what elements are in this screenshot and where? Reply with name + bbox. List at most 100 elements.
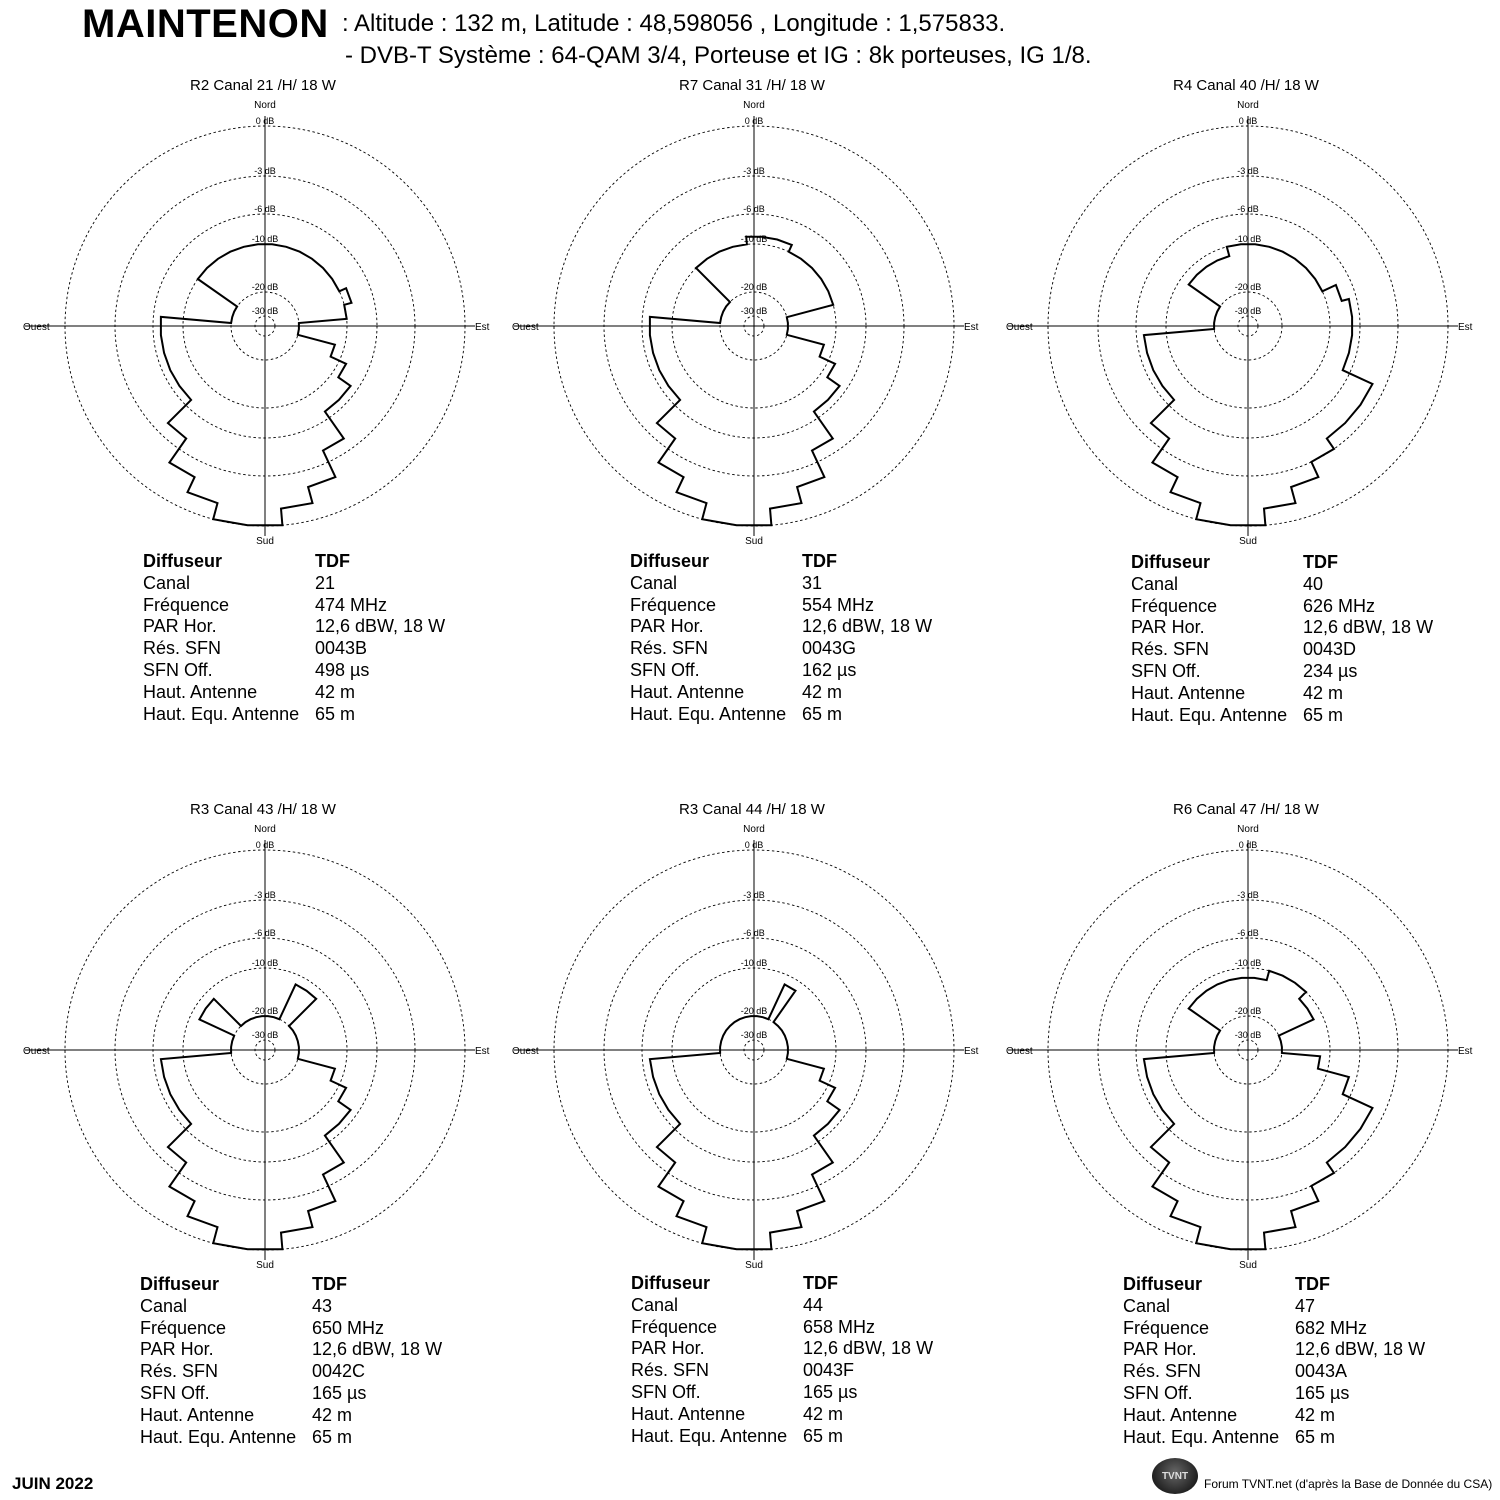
ring-label: -10 dB	[1235, 958, 1262, 968]
info-value: 65 m	[1295, 1426, 1336, 1447]
ring-label: -10 dB	[252, 958, 279, 968]
info-label: Haut. Equ. Antenne	[630, 703, 787, 724]
info-value: 165 µs	[312, 1382, 367, 1403]
info-label: Canal	[143, 572, 191, 593]
info-row: Haut. Antenne 42 m	[143, 682, 445, 704]
diagram-title: R6 Canal 47 /H/ 18 W	[1173, 801, 1320, 818]
info-value: 12,6 dBW, 18 W	[1303, 617, 1434, 638]
info-value: 162 µs	[802, 659, 857, 680]
info-value: 0043D	[1303, 639, 1357, 660]
ring-label: -3 dB	[254, 890, 276, 900]
info-label: PAR Hor.	[631, 1338, 705, 1359]
antenna-pattern	[159, 982, 353, 1251]
diagram-title: R3 Canal 43 /H/ 18 W	[190, 801, 337, 818]
system-parameters: - DVB-T Système : 64-QAM 3/4, Porteuse e…	[345, 42, 1092, 69]
ring-label: -20 dB	[1235, 282, 1262, 292]
ring-label: 0 dB	[256, 840, 275, 850]
direction-label-south: Sud	[745, 536, 763, 547]
info-label: SFN Off.	[1123, 1382, 1193, 1403]
ring-label: -20 dB	[741, 1006, 768, 1016]
info-label: Rés. SFN	[631, 1360, 710, 1381]
direction-label-west: Ouest	[512, 322, 539, 333]
info-value: 474 MHz	[315, 594, 388, 615]
info-label: Haut. Equ. Antenne	[1131, 704, 1288, 725]
info-value: 682 MHz	[1295, 1317, 1368, 1338]
info-value: 12,6 dBW, 18 W	[1295, 1339, 1426, 1360]
ring-label: -6 dB	[743, 928, 765, 938]
info-value: 42 m	[315, 681, 356, 702]
ring-label: -3 dB	[743, 890, 765, 900]
info-row: PAR Hor.12,6 dBW, 18 W	[1131, 617, 1433, 639]
info-label: Diffuseur	[140, 1274, 220, 1294]
info-value: 44	[803, 1294, 824, 1315]
info-value: 650 MHz	[312, 1317, 385, 1338]
info-label: PAR Hor.	[143, 616, 217, 637]
info-value: 43	[312, 1295, 333, 1316]
ring-label: -10 dB	[741, 234, 768, 244]
direction-label-north: Nord	[1237, 824, 1259, 835]
info-label: SFN Off.	[143, 659, 213, 680]
info-value: 0043B	[315, 638, 368, 659]
info-label: Canal	[1131, 573, 1179, 594]
info-value: 42 m	[1295, 1404, 1336, 1425]
info-label: Fréquence	[1123, 1317, 1210, 1338]
info-row: PAR Hor. 12,6 dBW, 18 W	[1123, 1339, 1425, 1361]
info-label: Haut. Antenne	[143, 681, 258, 702]
info-label: SFN Off.	[140, 1382, 210, 1403]
info-value: 65 m	[312, 1426, 353, 1447]
antenna-pattern	[1142, 969, 1374, 1251]
direction-label-west: Ouest	[23, 322, 50, 333]
diagram-title: R4 Canal 40 /H/ 18 W	[1173, 77, 1320, 94]
ring-label: -10 dB	[252, 234, 279, 244]
info-value: 658 MHz	[803, 1316, 876, 1337]
info-label: Rés. SFN	[1123, 1361, 1202, 1382]
info-row: SFN Off.162 µs	[630, 660, 932, 682]
ring-label: 0 dB	[745, 116, 764, 126]
info-value: 40	[1303, 573, 1324, 594]
info-label: Haut. Equ. Antenne	[143, 703, 300, 724]
info-value: 65 m	[802, 703, 843, 724]
info-value: 12,6 dBW, 18 W	[315, 616, 446, 637]
info-value: TDF	[1303, 552, 1338, 572]
info-label: PAR Hor.	[1123, 1339, 1197, 1360]
info-value: 0043F	[803, 1360, 855, 1381]
info-label: Fréquence	[630, 594, 717, 615]
info-label: Diffuseur	[1123, 1274, 1203, 1294]
direction-label-north: Nord	[743, 100, 765, 111]
ring-label: -6 dB	[743, 204, 765, 214]
ring-label: -30 dB	[252, 306, 279, 316]
info-label: Diffuseur	[143, 551, 223, 571]
info-value: 42 m	[1303, 682, 1344, 703]
info-label: Canal	[140, 1295, 188, 1316]
info-value: 65 m	[1303, 704, 1344, 725]
info-label: Fréquence	[140, 1317, 227, 1338]
ring-label: -30 dB	[252, 1030, 279, 1040]
info-label: Haut. Antenne	[1123, 1404, 1238, 1425]
info-value: 165 µs	[1295, 1382, 1350, 1403]
info-row: SFN Off.234 µs	[1131, 661, 1433, 683]
info-value: 42 m	[803, 1403, 844, 1424]
info-value: 12,6 dBW, 18 W	[803, 1338, 934, 1359]
info-row: PAR Hor.12,6 dBW, 18 W	[140, 1339, 442, 1361]
info-row: PAR Hor. 12,6 dBW, 18 W	[631, 1338, 933, 1360]
ring-label: -3 dB	[254, 166, 276, 176]
info-label: Diffuseur	[630, 551, 710, 571]
info-value: 65 m	[803, 1425, 844, 1446]
ring-label: -6 dB	[1237, 204, 1259, 214]
info-label: Haut. Antenne	[630, 681, 745, 702]
